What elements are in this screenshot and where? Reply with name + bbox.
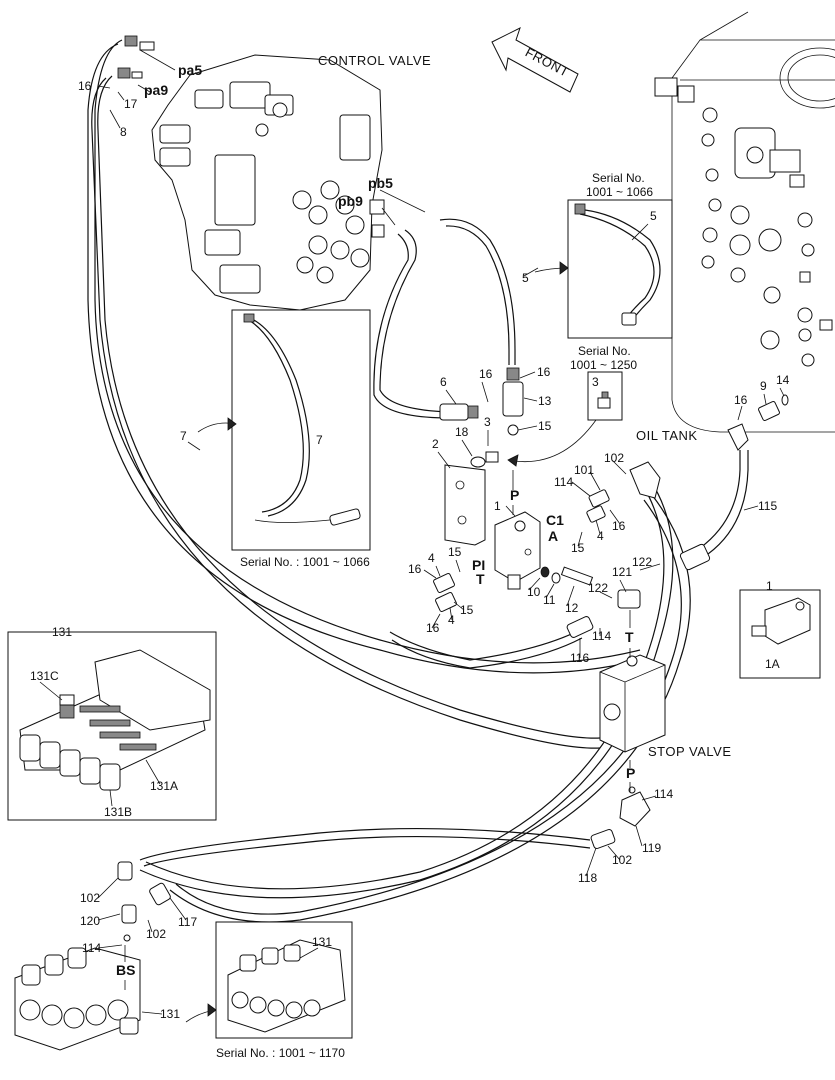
relief-valve-assembly xyxy=(433,367,789,638)
callout-16-b: 16 xyxy=(479,367,493,381)
callout-15-a: 15 xyxy=(538,419,552,433)
inset-solenoid-131 xyxy=(7,631,217,821)
callout-15-c: 15 xyxy=(448,545,462,559)
callout-17: 17 xyxy=(124,97,138,111)
callout-131A: 131A xyxy=(150,779,178,793)
callout-11: 11 xyxy=(543,593,556,607)
callout-118: 118 xyxy=(578,871,597,885)
callout-114-c: 114 xyxy=(654,787,673,801)
control-valve-title: CONTROL VALVE xyxy=(318,53,431,68)
inset3-caption-a: Serial No. xyxy=(578,344,631,358)
control-valve: CONTROL VALVE pa5 pa9 pb5 pb9 xyxy=(117,35,431,311)
port-pa9: pa9 xyxy=(144,82,168,98)
callout-16-d: 16 xyxy=(612,519,626,533)
inset-block-1 xyxy=(739,589,821,679)
callout-7-inset: 7 xyxy=(316,433,323,447)
oil-tank xyxy=(654,11,835,433)
inset-hose-7: Serial No. : 1001 ~ 1066 xyxy=(197,309,371,569)
callout-8: 8 xyxy=(120,125,127,139)
callout-5-inset: 5 xyxy=(650,209,657,223)
front-arrow: FRONT xyxy=(491,27,579,93)
callout-14: 14 xyxy=(776,373,790,387)
callout-131-top: 131 xyxy=(52,625,72,639)
callout-4-a: 4 xyxy=(597,529,604,543)
callout-114-d: 114 xyxy=(82,941,101,955)
inset3-caption-b: 1001 ~ 1250 xyxy=(570,358,637,372)
callout-114-b: 114 xyxy=(592,629,611,643)
inset-solenoid-131-bottom: Serial No. : 1001 ~ 1170 xyxy=(185,921,353,1060)
callout-16-g: 16 xyxy=(734,393,748,407)
callout-102-d: 102 xyxy=(146,927,166,941)
callout-7-main: 7 xyxy=(180,429,187,443)
inset7-caption: Serial No. : 1001 ~ 1066 xyxy=(240,555,370,569)
port-BS: BS xyxy=(116,962,135,978)
oil-tank-title: OIL TANK xyxy=(636,428,698,443)
callout-15-b: 15 xyxy=(571,541,585,555)
port-P2: P xyxy=(626,765,635,781)
callout-10: 10 xyxy=(527,585,541,599)
callout-120: 120 xyxy=(80,914,100,928)
callout-15-d: 15 xyxy=(460,603,474,617)
port-T: T xyxy=(476,571,485,587)
port-pa5: pa5 xyxy=(178,62,202,78)
callout-131-bottom: 131 xyxy=(160,1007,180,1021)
callout-121: 121 xyxy=(612,565,632,579)
stop-valve-title: STOP VALVE xyxy=(648,744,732,759)
port-P: P xyxy=(510,487,519,503)
callout-122-b: 122 xyxy=(632,555,652,569)
callout-16-a: 16 xyxy=(78,79,92,93)
callout-16-c: 16 xyxy=(537,365,551,379)
callout-117: 117 xyxy=(178,915,197,929)
solenoid-block-bottom xyxy=(14,947,141,1051)
callout-1: 1 xyxy=(494,499,501,513)
callout-101: 101 xyxy=(574,463,594,477)
callout-115: 115 xyxy=(758,499,777,513)
callout-18: 18 xyxy=(455,425,469,439)
port-A: A xyxy=(548,528,558,544)
pa-fittings xyxy=(117,35,155,79)
part-callouts: 16 17 8 5 5 6 16 16 13 15 3 18 3 2 1 1 1… xyxy=(30,79,790,1021)
inset5-caption-a: Serial No. xyxy=(592,171,645,185)
callout-9: 9 xyxy=(760,379,767,393)
port-T2: T xyxy=(625,629,634,645)
callout-13: 13 xyxy=(538,394,552,408)
callout-16-f: 16 xyxy=(426,621,440,635)
stop-valve xyxy=(117,654,666,942)
inset-part-3: Serial No. 1001 ~ 1250 xyxy=(570,344,637,421)
callout-102-c: 102 xyxy=(80,891,100,905)
port-PI: PI xyxy=(472,557,485,573)
valve-spools xyxy=(159,81,385,294)
inset-hose-5: Serial No. 1001 ~ 1066 xyxy=(534,171,673,339)
port-C1: C1 xyxy=(546,512,564,528)
callout-6: 6 xyxy=(440,375,447,389)
callout-131C: 131C xyxy=(30,669,59,683)
callout-131-inset: 131 xyxy=(312,935,332,949)
callout-114-a: 114 xyxy=(554,475,573,489)
port-pb9: pb9 xyxy=(338,193,363,209)
callout-131B: 131B xyxy=(104,805,132,819)
callout-12: 12 xyxy=(565,601,579,615)
inset131-caption: Serial No. : 1001 ~ 1170 xyxy=(216,1046,345,1060)
callout-4-c: 4 xyxy=(448,613,455,627)
callout-5: 5 xyxy=(522,271,529,285)
callout-119: 119 xyxy=(642,841,661,855)
callout-2: 2 xyxy=(432,437,439,451)
callout-3: 3 xyxy=(484,415,491,429)
callout-3-inset: 3 xyxy=(592,375,599,389)
callout-102-b: 102 xyxy=(612,853,632,867)
callout-4-b: 4 xyxy=(428,551,435,565)
callout-1A: 1A xyxy=(765,657,780,671)
callout-102-a: 102 xyxy=(604,451,624,465)
tank-fittings xyxy=(654,77,833,367)
inset5-caption-b: 1001 ~ 1066 xyxy=(586,185,653,199)
hoses xyxy=(87,39,749,923)
callout-16-e: 16 xyxy=(408,562,422,576)
callout-1-inset: 1 xyxy=(766,579,773,593)
callout-122-a: 122 xyxy=(588,581,608,595)
port-pb5: pb5 xyxy=(368,175,393,191)
